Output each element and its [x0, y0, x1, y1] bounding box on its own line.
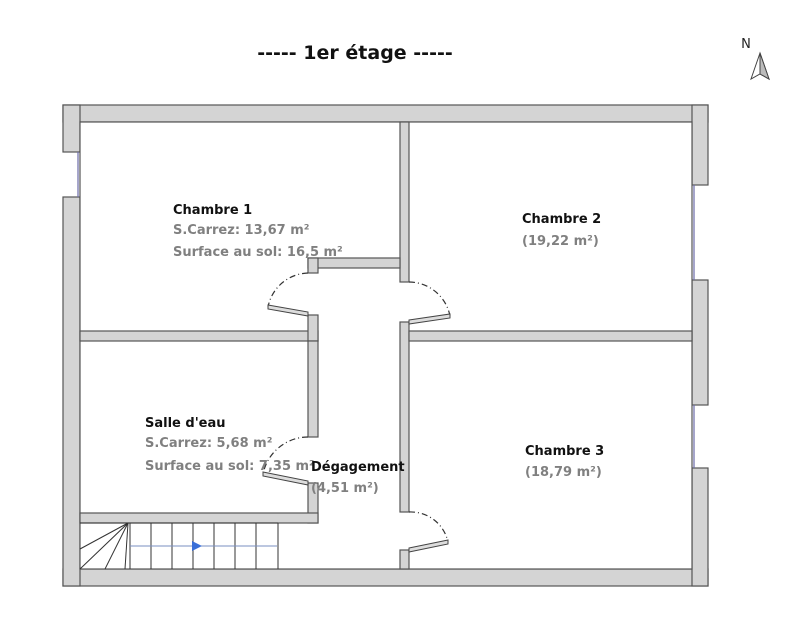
floor-title: ----- 1er étage -----: [257, 42, 452, 64]
door-chambre-3-swing: [408, 511, 449, 543]
door-chambre-2: [408, 313, 451, 325]
room-name: Chambre 2: [522, 212, 601, 227]
room-area: (18,79 m²): [525, 465, 602, 480]
room-area: (4,51 m²): [311, 481, 379, 496]
north-arrow: N: [741, 37, 770, 81]
interior-walls: [79, 121, 693, 570]
windows: [77, 152, 695, 468]
room-name: Dégagement: [311, 460, 405, 475]
stair-arrow-icon: [192, 541, 202, 551]
room-name: Salle d'eau: [145, 416, 226, 431]
door-chambre-1-swing: [267, 272, 309, 308]
doors: [262, 272, 451, 553]
room-name: Chambre 1: [173, 203, 252, 218]
room-chambre-3: Chambre 3 (18,79 m²): [525, 444, 604, 480]
room-area: (19,22 m²): [522, 234, 599, 249]
room-area: S.Carrez: 5,68 m²: [145, 436, 272, 451]
door-chambre-3: [408, 539, 449, 553]
room-area: S.Carrez: 13,67 m²: [173, 223, 309, 238]
room-degagement: Dégagement (4,51 m²): [311, 460, 405, 496]
room-chambre-1: Chambre 1 S.Carrez: 13,67 m² Surface au …: [173, 203, 343, 260]
door-salle-d-eau: [262, 471, 309, 486]
room-salle-d-eau: Salle d'eau S.Carrez: 5,68 m² Surface au…: [145, 416, 315, 474]
room-name: Chambre 3: [525, 444, 604, 459]
north-label: N: [741, 37, 751, 52]
staircase: [79, 522, 279, 570]
room-area: Surface au sol: 16,5 m²: [173, 245, 343, 260]
room-chambre-2: Chambre 2 (19,22 m²): [522, 212, 601, 249]
door-chambre-2-swing: [408, 281, 451, 317]
door-chambre-1: [267, 304, 309, 317]
room-area: Surface au sol: 7,35 m²: [145, 459, 315, 474]
door-salle-d-eau-swing: [262, 436, 309, 475]
outer-walls: [62, 104, 709, 587]
north-arrow-icon: [759, 52, 770, 81]
